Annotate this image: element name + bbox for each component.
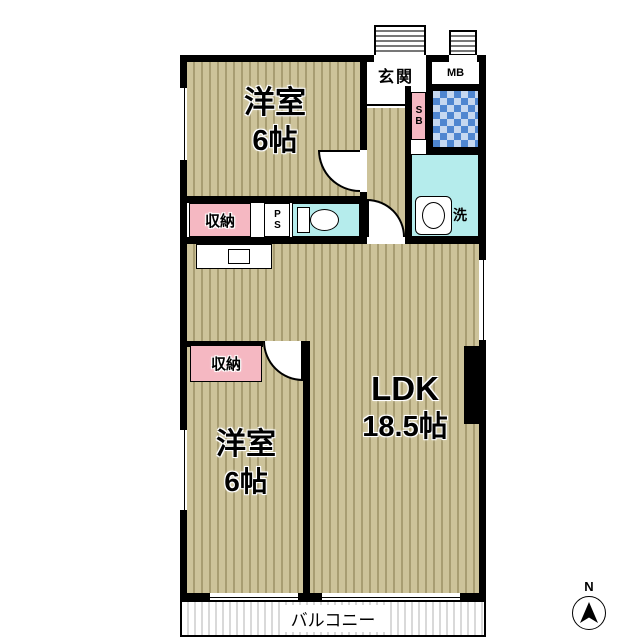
wall — [187, 196, 367, 203]
entrance-opening — [374, 55, 426, 62]
entrance-label: 玄関 — [377, 69, 414, 86]
entrance-door-icon — [374, 25, 426, 57]
bedroom-bottom-label: 洋室 6帖 — [189, 426, 303, 499]
closet-top-label: 収納 — [204, 212, 235, 230]
toilet-tank-icon — [297, 207, 310, 233]
wall — [405, 86, 411, 237]
wall — [303, 341, 310, 593]
ldk-floor — [187, 244, 479, 593]
toilet-bowl-icon — [310, 209, 339, 231]
ldk-label: LDK 18.5帖 — [335, 368, 475, 446]
wall — [187, 341, 263, 347]
unit-bath — [432, 90, 479, 148]
closet-bottom-label: 収納 — [210, 356, 241, 373]
entrance-step-line — [367, 104, 405, 106]
wall — [432, 84, 479, 90]
wall — [187, 237, 479, 244]
shoe-box-label: SB — [413, 105, 425, 127]
window-bedroom-balcony — [210, 593, 298, 600]
meter-box: MB — [432, 62, 479, 84]
ldk-name: LDK — [371, 370, 439, 407]
bedroom-top-label: 洋室 6帖 — [200, 84, 350, 159]
window-ldk-right — [479, 260, 486, 340]
kitchen-sink-icon — [228, 249, 250, 264]
compass-circle — [572, 596, 606, 630]
meter-box-label: MB — [446, 67, 465, 79]
meter-box-door-icon — [449, 30, 477, 56]
ldk-size: 18.5帖 — [362, 411, 448, 444]
bedroom-bottom-size: 6帖 — [224, 465, 268, 497]
wall — [426, 148, 479, 154]
window-bedroom-top — [180, 88, 187, 160]
compass-north-label: N — [584, 579, 594, 594]
balcony-label: バルコニー — [280, 605, 386, 632]
closet-top: 収納 — [189, 203, 251, 237]
wall — [426, 62, 432, 152]
window-bedroom-bottom — [180, 430, 187, 510]
doorway-opening — [367, 237, 405, 244]
bedroom-top-size: 6帖 — [252, 124, 298, 157]
washbasin-bowl-icon — [422, 202, 445, 229]
north-arrow-icon — [580, 602, 598, 623]
wall — [360, 62, 367, 150]
bedroom-top-name: 洋室 — [244, 85, 306, 120]
laundry-label: 洗 — [453, 207, 467, 223]
bedroom-bottom-name: 洋室 — [216, 428, 276, 461]
meter-box-opening — [449, 55, 477, 62]
balcony: バルコニー — [180, 600, 486, 637]
shoe-box: SB — [411, 92, 426, 140]
pillar — [464, 346, 486, 424]
compass: N — [566, 580, 612, 630]
pipe-space-label: PS — [272, 209, 283, 231]
pipe-space: PS — [264, 203, 290, 237]
window-ldk-balcony — [322, 593, 460, 600]
wall — [360, 192, 367, 244]
closet-bottom: 収納 — [190, 345, 262, 382]
